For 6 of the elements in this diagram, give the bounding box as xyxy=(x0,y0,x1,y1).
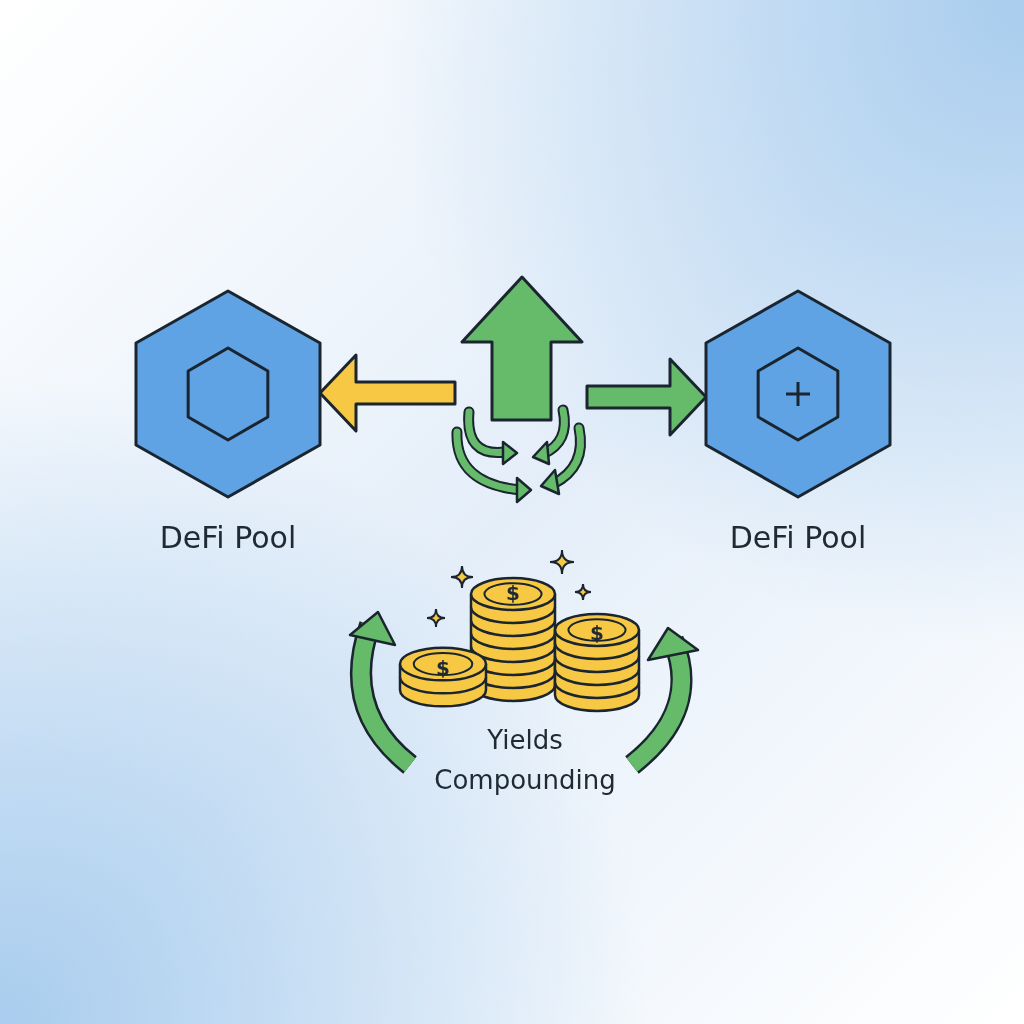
pool-label: DeFi Pool xyxy=(158,520,298,555)
dollar-sign: $ xyxy=(506,581,520,605)
pool-label: DeFi Pool xyxy=(728,520,868,555)
yields-label: Yields Compounding xyxy=(433,724,617,797)
dollar-sign: $ xyxy=(590,621,604,645)
block-arrow xyxy=(585,357,708,437)
